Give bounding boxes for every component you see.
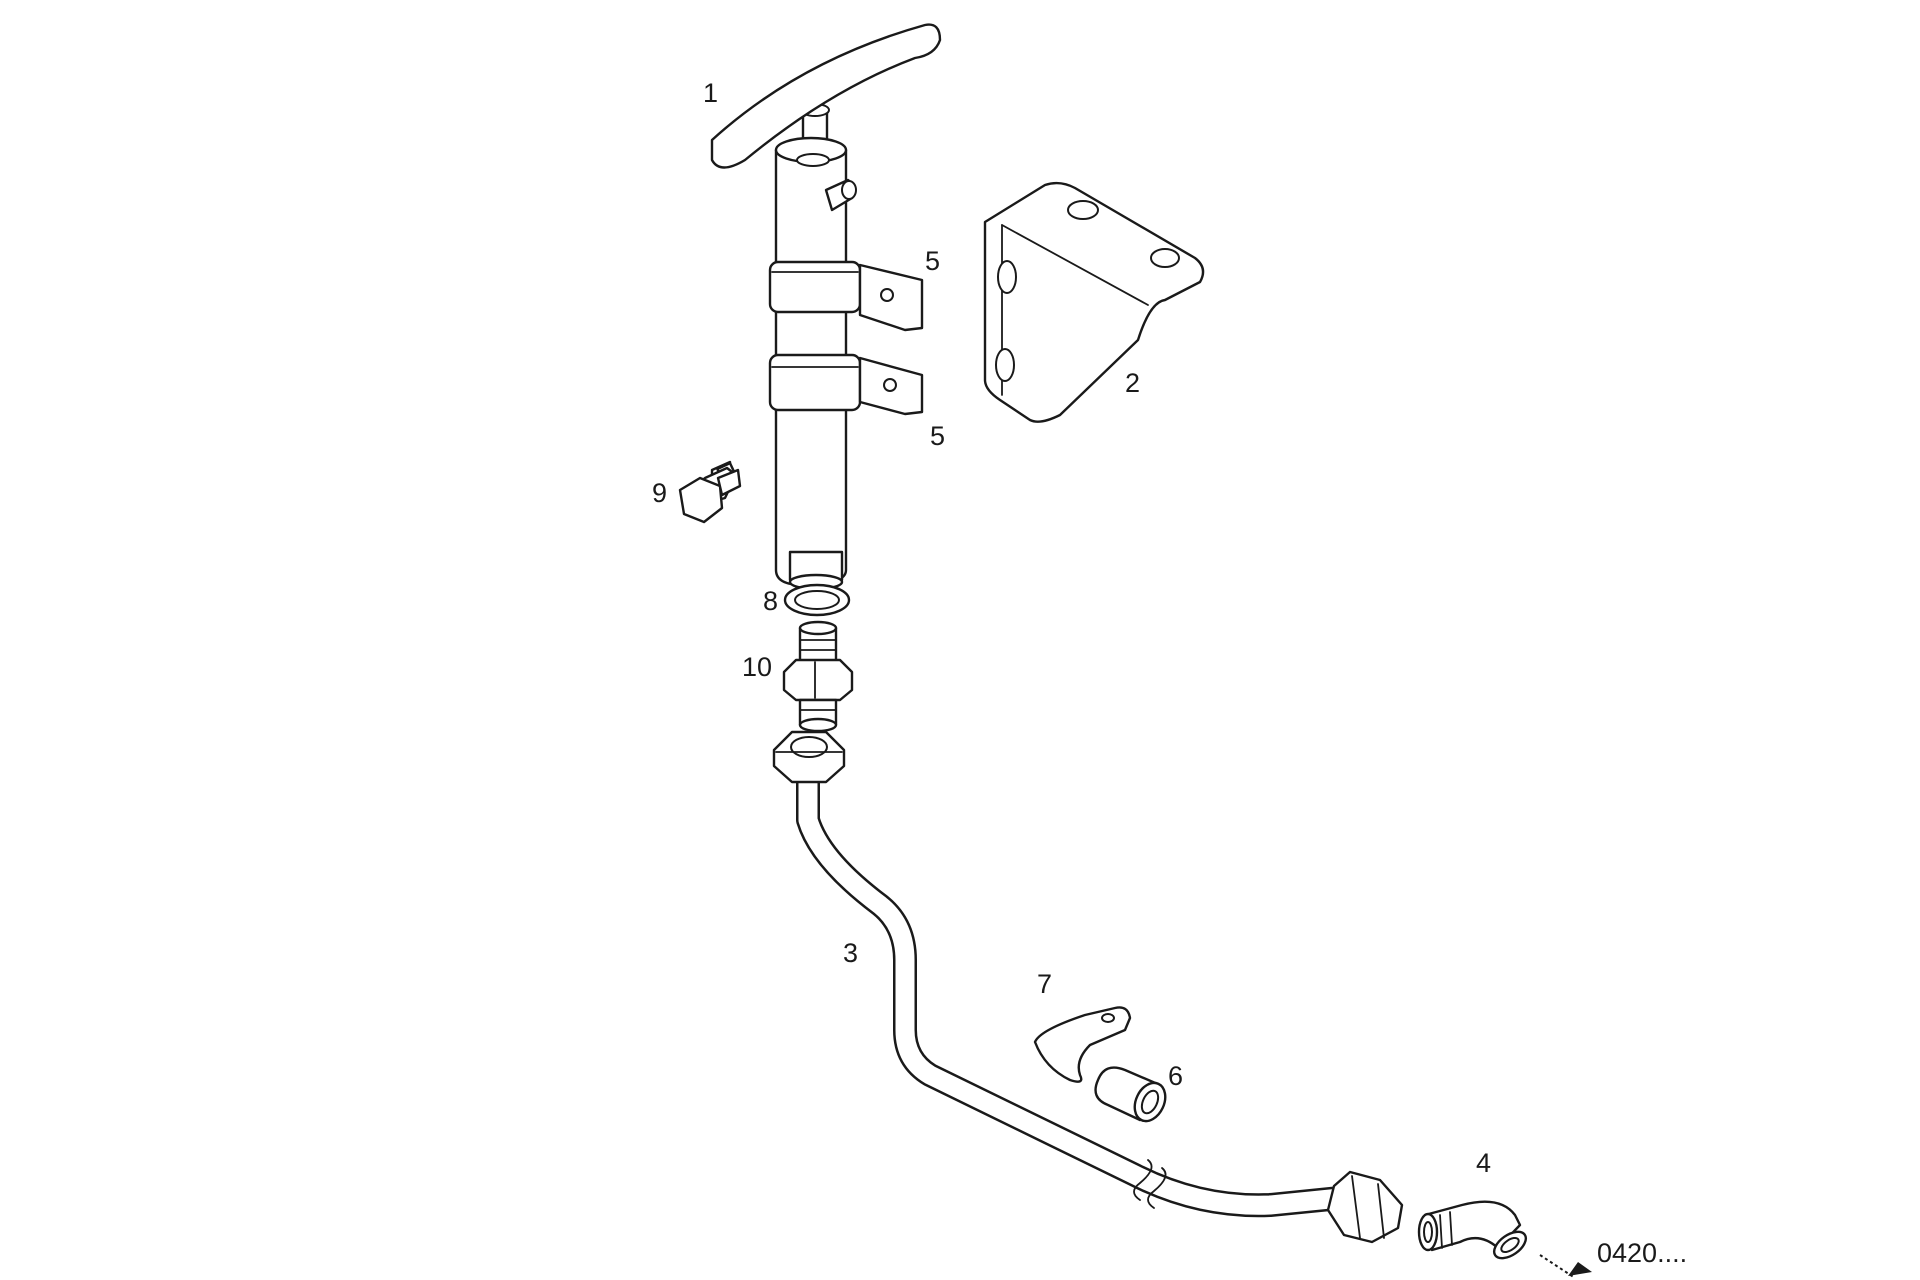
part-1-primer-pump [710, 23, 942, 591]
callout-9: 9 [652, 478, 667, 508]
part-7-pipe-clip [1033, 1006, 1132, 1083]
callout-4: 4 [1476, 1148, 1491, 1178]
part-10-adapter-union [782, 620, 854, 733]
callout-3: 3 [843, 938, 858, 968]
callout-6: 6 [1168, 1061, 1183, 1091]
callout-5-upper: 5 [925, 246, 940, 276]
callout-7: 7 [1037, 969, 1052, 999]
part-5-mounting-tab-lower [858, 356, 924, 416]
callout-2: 2 [1125, 368, 1140, 398]
part-8-sealing-ring [783, 583, 851, 617]
callout-8: 8 [763, 586, 778, 616]
part-2-angle-bracket [983, 181, 1205, 423]
callout-10: 10 [742, 652, 772, 682]
reference-arrow [1539, 1254, 1592, 1279]
callout-5-lower: 5 [930, 421, 945, 451]
reference-code: 0420.... [1597, 1238, 1687, 1268]
part-6-sleeve [1094, 1066, 1167, 1123]
part-4-elbow-union [1417, 1200, 1528, 1260]
part-5-mounting-tab-upper [858, 263, 924, 332]
callout-1: 1 [703, 78, 718, 108]
part-9-bolt [678, 460, 742, 524]
part-3-fuel-line [772, 730, 1404, 1244]
